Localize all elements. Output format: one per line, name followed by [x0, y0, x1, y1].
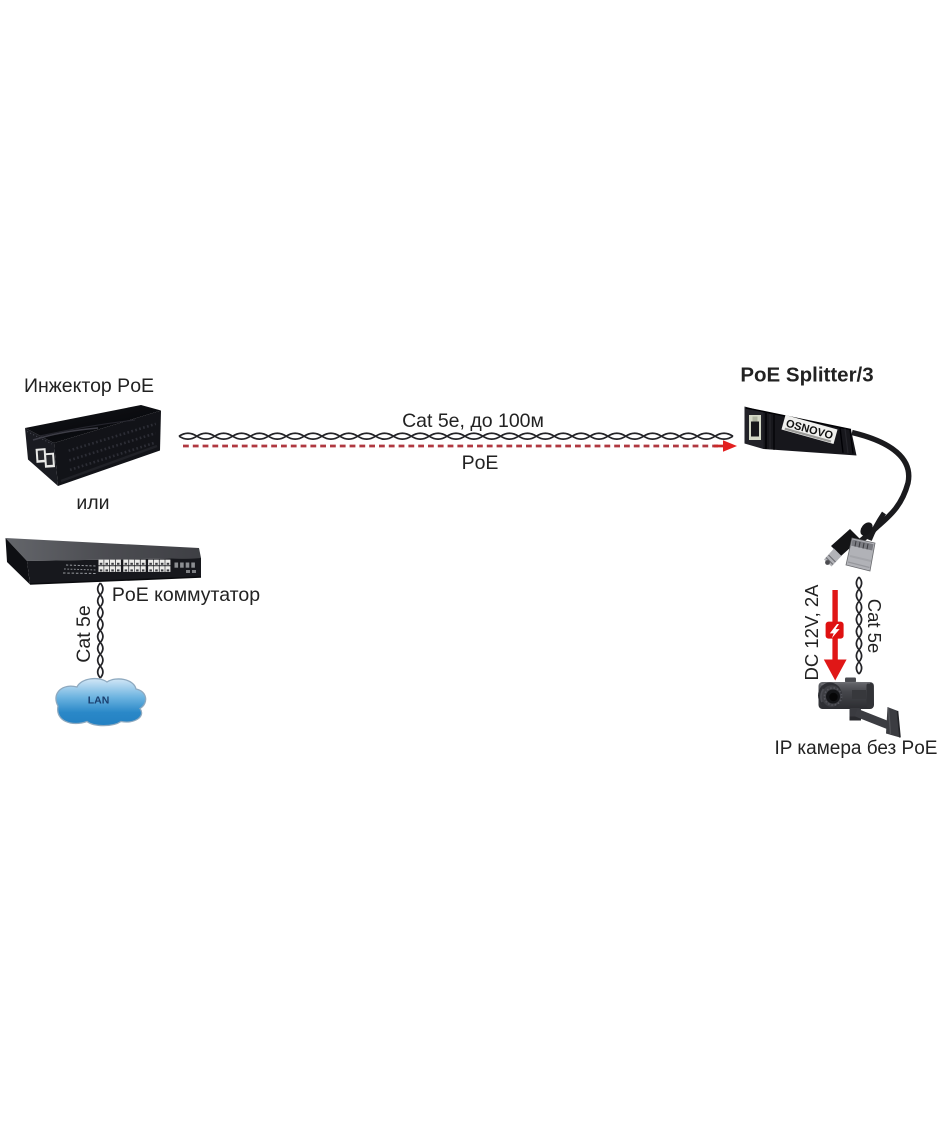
svg-text:PoE коммутатор: PoE коммутатор [112, 584, 260, 606]
svg-text:Инжектор PoE: Инжектор PoE [24, 375, 154, 397]
svg-text:DC 12V, 2A: DC 12V, 2A [801, 584, 822, 681]
svg-text:PoE: PoE [462, 452, 499, 474]
svg-text:Cat 5e, до 100м: Cat 5e, до 100м [402, 410, 544, 432]
svg-text:IP камера без PoE: IP камера без PoE [775, 738, 938, 759]
svg-text:Cat 5e: Cat 5e [864, 599, 885, 654]
svg-text:или: или [76, 492, 109, 514]
svg-text:LAN: LAN [88, 695, 110, 707]
svg-text:Cat 5e: Cat 5e [73, 605, 95, 662]
svg-text:PoE Splitter/3: PoE Splitter/3 [740, 364, 873, 387]
